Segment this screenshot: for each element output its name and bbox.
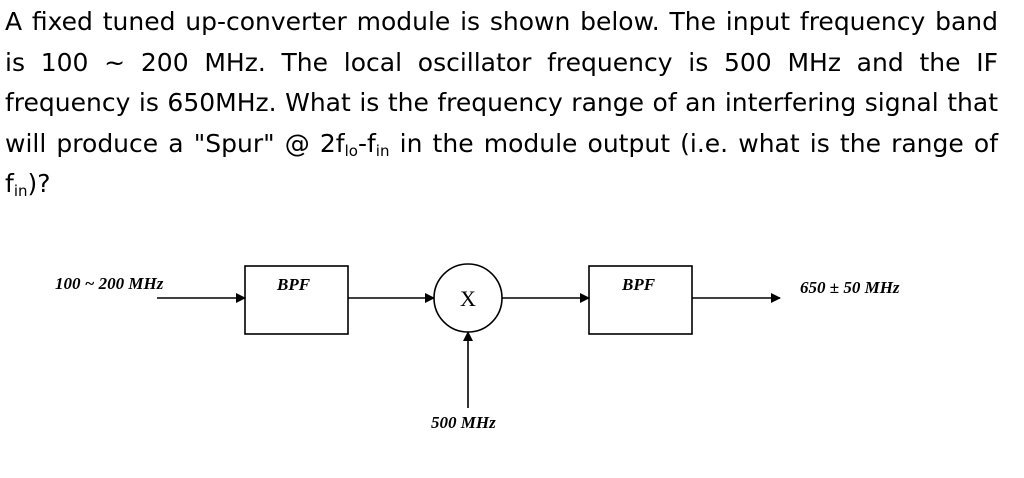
question-part-2: in the module output (i.e. what is the r… — [5, 128, 999, 199]
output-frequency-label: 650 ± 50 MHz — [800, 278, 900, 297]
question-part-3: )? — [27, 169, 51, 198]
bpf-1-label: BPF — [276, 275, 311, 294]
lo-frequency-label: 500 MHz — [431, 413, 496, 432]
mixer-label: X — [460, 286, 476, 311]
question-text: A fixed tuned up-converter module is sho… — [5, 2, 998, 205]
input-frequency-label: 100 ~ 200 MHz — [55, 274, 164, 293]
subscript-in-2: in — [13, 182, 28, 200]
subscript-in: in — [375, 141, 390, 160]
bpf-2-label: BPF — [621, 275, 656, 294]
question-dash: -f — [357, 128, 376, 158]
bpf-1-box — [244, 265, 349, 335]
question-part-1: A fixed tuned up-converter module is sho… — [5, 7, 998, 158]
subscript-lo: lo — [344, 141, 358, 160]
bpf-2-box — [588, 265, 693, 335]
